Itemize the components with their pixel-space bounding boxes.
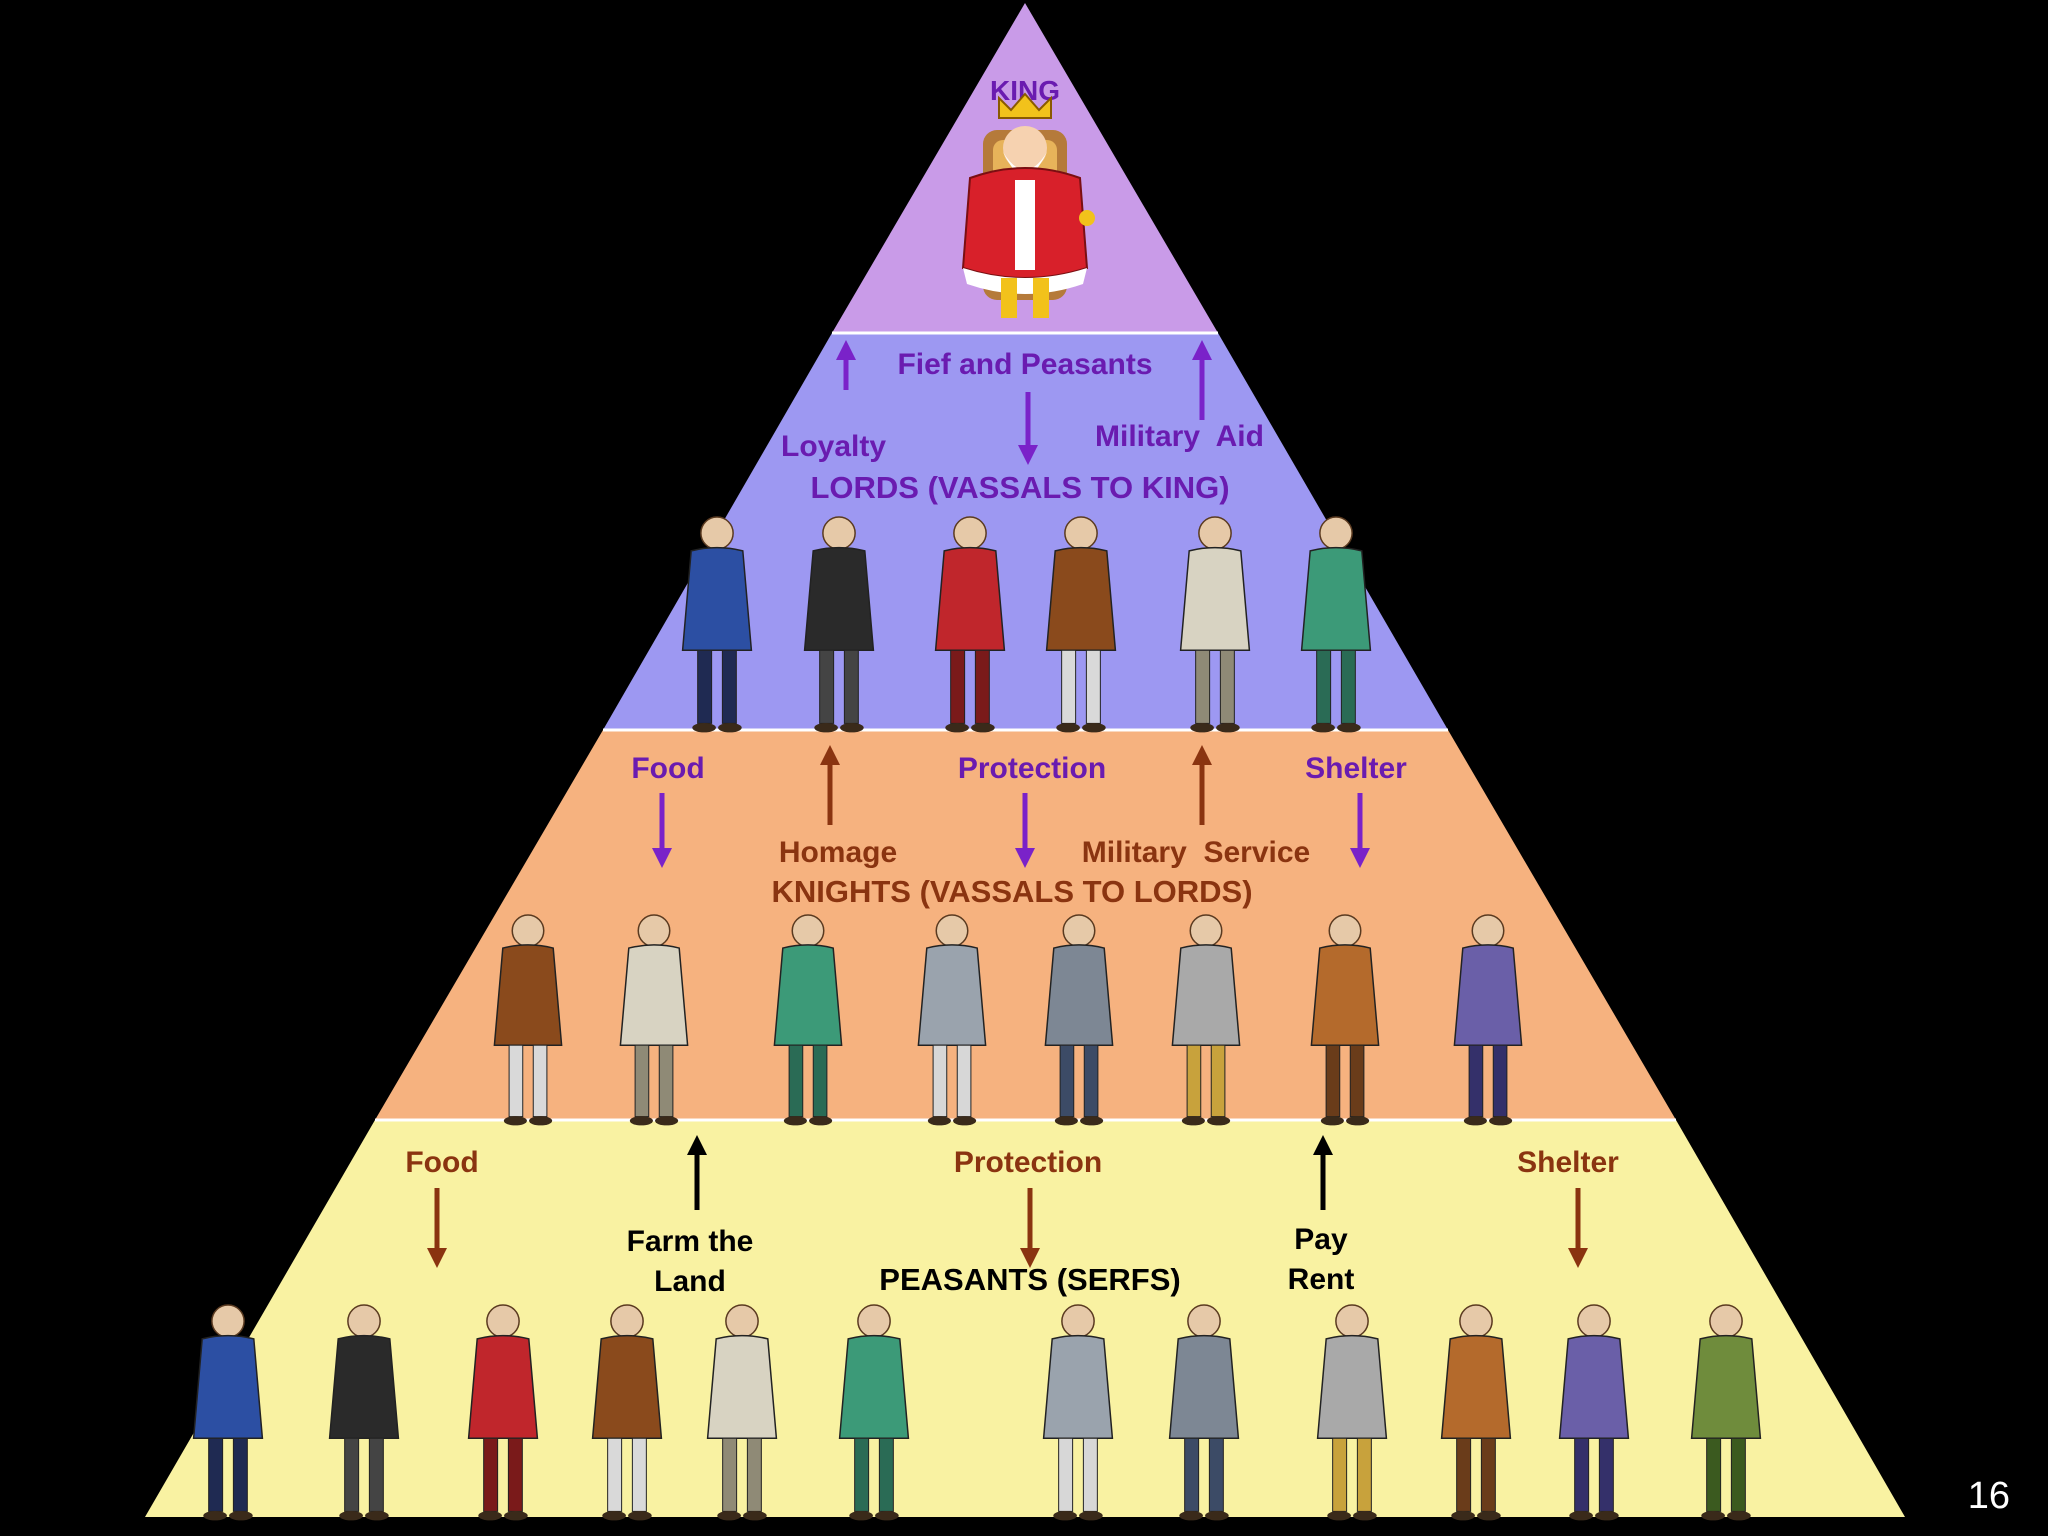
knight-with-sword-icon (619, 914, 689, 1126)
label-land: Land (654, 1265, 726, 1298)
peasant-with-pail-icon (467, 1304, 539, 1521)
woman-cooking-icon (328, 1304, 400, 1521)
knight-blue-shield-icon (1453, 914, 1523, 1126)
slide-number: 16 (1967, 1475, 2010, 1517)
noble-blue-robe-icon (681, 516, 753, 733)
label-homage: Homage (779, 836, 897, 869)
label-food-knights: Food (405, 1146, 478, 1179)
woman-with-rake-icon (1690, 1304, 1762, 1521)
woman-carrying-basket-icon (591, 1304, 663, 1521)
label-pay: Pay (1294, 1223, 1348, 1256)
label-military-service: Military Service (1082, 836, 1310, 869)
knight-yellow-hose-icon (493, 914, 563, 1126)
label-rent: Rent (1288, 1263, 1355, 1296)
knight-red-cross-shield-icon (773, 914, 843, 1126)
knight-green-sleeves-icon (917, 914, 987, 1126)
lords-figures (681, 516, 1372, 733)
woman-with-tambourine-icon (1440, 1304, 1512, 1521)
monk-grey-robe-icon (706, 1304, 778, 1521)
knight-red-shield-icon (1310, 914, 1380, 1126)
man-carrying-child-icon (1558, 1304, 1630, 1521)
knights-title: KNIGHTS (VASSALS TO LORDS) (771, 874, 1252, 909)
label-shelter-lords: Shelter (1305, 752, 1407, 785)
knight-with-spear-icon (1171, 914, 1241, 1126)
label-loyalty: Loyalty (781, 430, 886, 463)
label-protection-lords: Protection (958, 752, 1106, 785)
noble-red-cloak-icon (934, 516, 1006, 733)
knights-figures (493, 914, 1523, 1126)
label-shelter-knights: Shelter (1517, 1146, 1619, 1179)
noble-green-icon (1300, 516, 1372, 733)
label-protection-knights: Protection (954, 1146, 1102, 1179)
peasant-with-hoe-icon (192, 1304, 264, 1521)
monk-black-robe-icon (803, 516, 875, 733)
peasant-sitting-icon (838, 1304, 910, 1521)
lords-title: LORDS (VASSALS TO KING) (810, 470, 1229, 505)
label-military-aid: Military Aid (1095, 420, 1264, 453)
label-farm-the: Farm the (627, 1225, 754, 1258)
tier-peasants (145, 1120, 1905, 1517)
peasants-title: PEASANTS (SERFS) (879, 1262, 1180, 1297)
craftsman-hammer-icon (1168, 1304, 1240, 1521)
label-fief-and-peasants: Fief and Peasants (897, 348, 1152, 381)
nobleman-brown-icon (1045, 516, 1117, 733)
label-food-lords: Food (631, 752, 704, 785)
peasant-green-hood-icon (1042, 1304, 1114, 1521)
king-on-throne-icon (961, 92, 1095, 318)
friar-brown-robe-icon (1316, 1304, 1388, 1521)
knight-brown-tunic-icon (1044, 914, 1114, 1126)
bishop-with-crozier-icon (1179, 516, 1251, 733)
peasants-figures (192, 1304, 1762, 1521)
